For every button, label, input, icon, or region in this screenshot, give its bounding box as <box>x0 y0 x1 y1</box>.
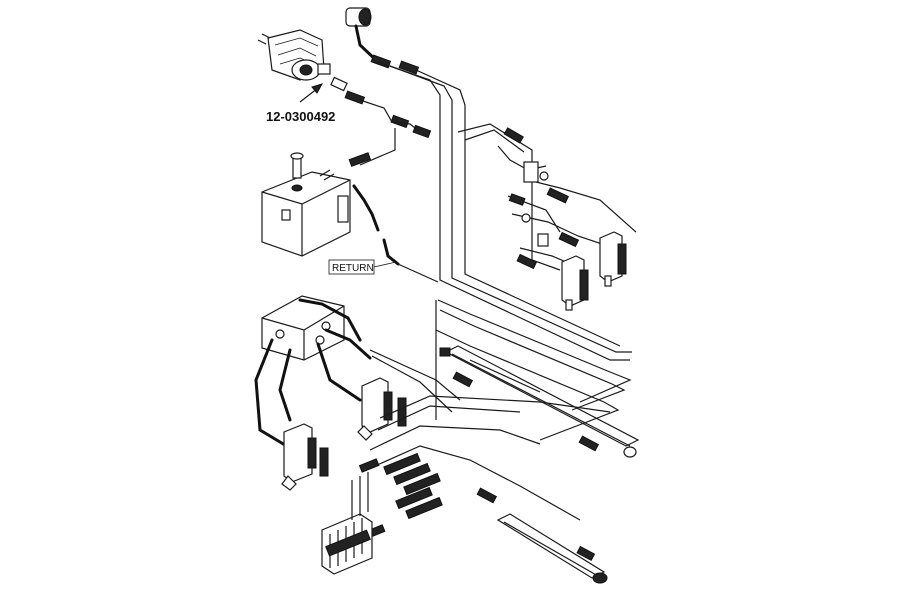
right-cylinder-1 <box>561 255 589 311</box>
valve-block-hoses <box>254 298 461 450</box>
left-cylinder-upper <box>357 377 407 441</box>
left-cylinder-lower <box>281 423 329 491</box>
right-hose-runs <box>365 299 632 521</box>
upper-right-circuit <box>457 123 637 271</box>
valve-block <box>261 295 345 361</box>
upper-hose-fittings <box>344 54 432 139</box>
manifold-fittings-cluster <box>358 452 443 539</box>
return-label: RETURN <box>332 263 374 274</box>
top-swivel-fitting <box>345 7 380 64</box>
right-cylinder-2 <box>599 231 627 287</box>
pump-outlet-fitting <box>330 76 348 92</box>
diagonal-cylinder-lower <box>476 487 608 584</box>
hydraulic-pump-assembly <box>257 29 331 81</box>
return-label-group: RETURN <box>328 259 397 275</box>
part-number-label: 12-0300492 <box>266 109 335 124</box>
main-control-valve <box>321 472 373 575</box>
hydraulic-reservoir <box>261 152 351 257</box>
reservoir-hoses <box>319 128 439 283</box>
main-hose-bundle <box>359 61 632 420</box>
part-callout: 12-0300492 <box>266 83 335 124</box>
